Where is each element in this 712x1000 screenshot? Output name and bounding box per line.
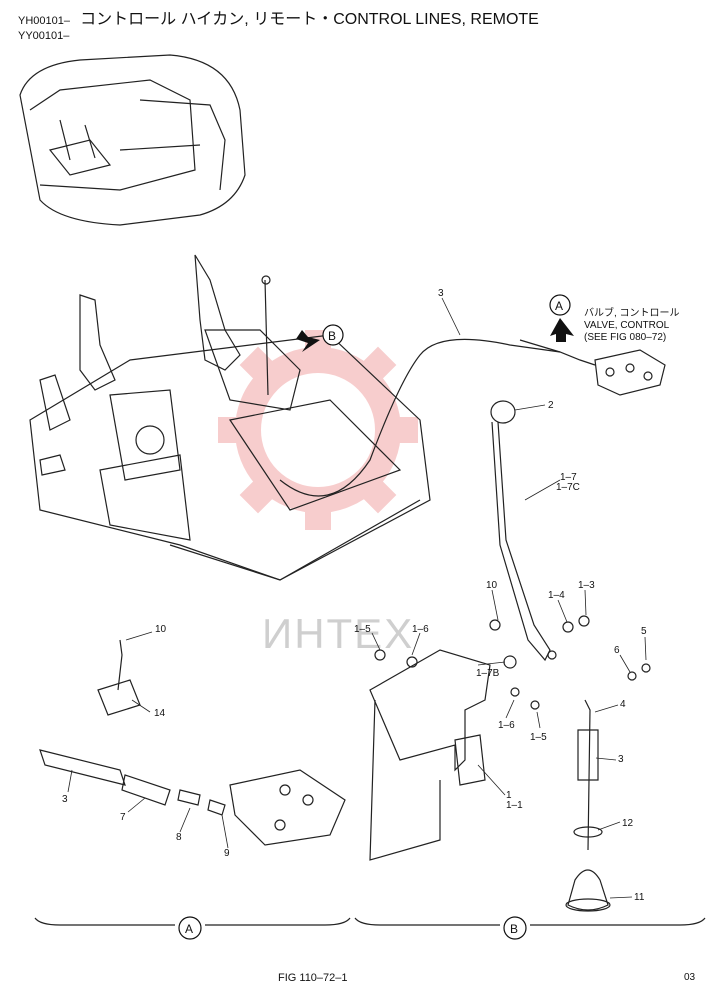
part-label: 4 bbox=[620, 699, 626, 710]
valve-note-ref: (SEE FIG 080–72) bbox=[584, 332, 666, 343]
header-code-2: YY00101– bbox=[18, 30, 70, 42]
section-b-divider bbox=[354, 917, 706, 926]
figure-number: FIG 110–72–1 bbox=[278, 972, 348, 984]
part-label: 1–6 bbox=[412, 624, 429, 635]
leader-lines bbox=[67, 297, 647, 899]
part-label: 1–1 bbox=[506, 800, 523, 811]
part-label: 1–7 bbox=[560, 472, 577, 483]
valve-note-en: VALVE, CONTROL bbox=[584, 320, 670, 331]
header: YH00101– コントロール ハイカン, リモート・CONTROL LINES… bbox=[18, 12, 539, 29]
part-label: 1 bbox=[506, 790, 512, 801]
part-label: 1–4 bbox=[548, 590, 565, 601]
part-label: 5 bbox=[641, 626, 647, 637]
part-label: 3 bbox=[618, 754, 624, 765]
part-labels: 3 2 1–7 1–7C 10 1–4 1–3 5 6 1–5 1–6 1–7B… bbox=[62, 288, 647, 903]
section-b-letter: B bbox=[510, 922, 518, 936]
part-label: 3 bbox=[438, 288, 444, 299]
detail-a-assembly bbox=[39, 639, 346, 846]
section-a-divider bbox=[34, 917, 351, 926]
part-label: 9 bbox=[224, 848, 230, 859]
part-label: 10 bbox=[486, 580, 498, 591]
part-label: 1–6 bbox=[498, 720, 515, 731]
part-label: 11 bbox=[634, 892, 645, 903]
part-label: 12 bbox=[622, 818, 634, 829]
header-code-1: YH00101– bbox=[18, 15, 70, 27]
part-label: 3 bbox=[62, 794, 68, 805]
section-b-circle: B bbox=[503, 916, 527, 940]
cable-3 bbox=[279, 338, 561, 497]
part-label: 1–3 bbox=[578, 580, 595, 591]
part-label: 2 bbox=[548, 400, 554, 411]
callout-b-circle: B bbox=[322, 324, 344, 346]
cab-overview bbox=[19, 54, 246, 226]
part-label: 7 bbox=[120, 812, 126, 823]
part-label: 6 bbox=[614, 645, 620, 656]
part-label: 1–7C bbox=[556, 482, 580, 493]
section-a-circle: A bbox=[178, 916, 202, 940]
part-label: 8 bbox=[176, 832, 182, 843]
page-number: 03 bbox=[684, 972, 696, 983]
part-label: 1–5 bbox=[530, 732, 547, 743]
arrow-a-icon bbox=[550, 318, 574, 342]
callout-b-letter: B bbox=[328, 329, 336, 343]
part-label: 1–7B bbox=[476, 668, 500, 679]
valve-note-jp: バルブ, コントロール bbox=[584, 306, 680, 319]
part-label: 1–5 bbox=[354, 624, 371, 635]
callout-a-letter: A bbox=[555, 299, 563, 313]
section-a-letter: A bbox=[185, 922, 193, 936]
cable-boot-assembly bbox=[565, 699, 611, 912]
arrow-b-icon bbox=[296, 330, 320, 352]
lever-assembly bbox=[490, 400, 557, 662]
callout-a-circle: A bbox=[549, 294, 571, 316]
control-valve-top bbox=[519, 339, 666, 396]
watermark-text: ИНТЕХ bbox=[262, 610, 414, 657]
part-label: 10 bbox=[155, 624, 167, 635]
page-title: コントロール ハイカン, リモート・CONTROL LINES, REMOTE bbox=[80, 11, 539, 28]
part-label: 14 bbox=[154, 708, 166, 719]
console-assembly bbox=[29, 254, 431, 581]
